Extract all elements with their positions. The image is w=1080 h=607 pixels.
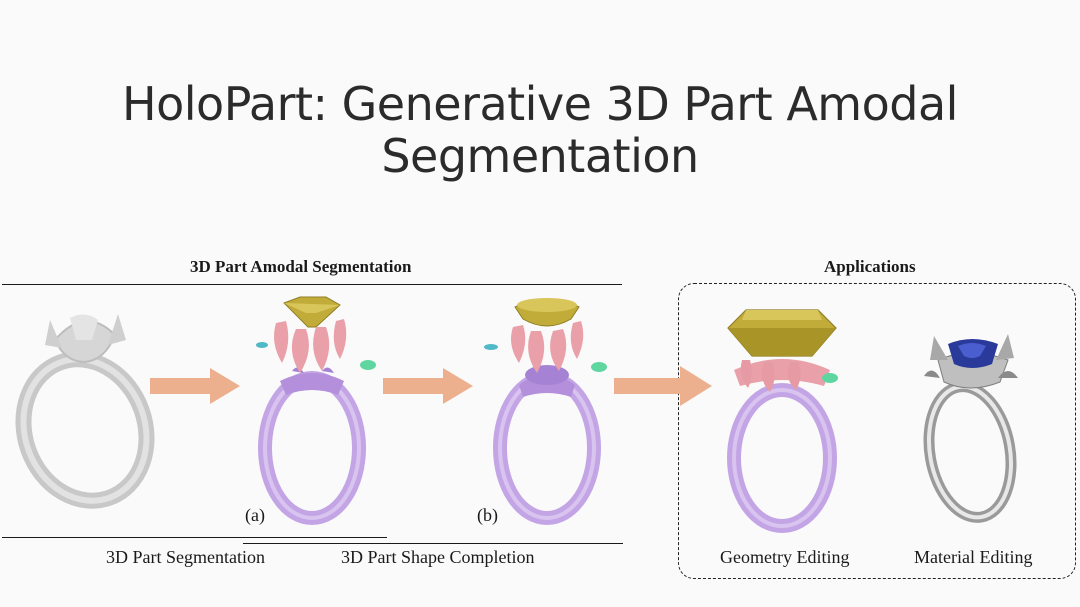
completed-ring-illustration (484, 298, 607, 525)
arrow-2-icon (383, 368, 473, 404)
amodal-segmentation-heading: 3D Part Amodal Segmentation (190, 257, 412, 276)
page-title: HoloPart: Generative 3D Part Amodal Segm… (122, 77, 958, 183)
segmented-ring-illustration (256, 296, 376, 525)
caption-segmentation: 3D Part Segmentation (106, 547, 265, 567)
applications-box (678, 283, 1076, 579)
caption-completion: 3D Part Shape Completion (341, 547, 535, 567)
label-a: (a) (245, 505, 265, 525)
completion-underline (243, 543, 623, 544)
material-edited-ring-illustration (923, 334, 1018, 523)
arrow-1-icon (150, 368, 240, 404)
grey-ring-illustration (15, 314, 155, 509)
arrow-3-icon (614, 366, 712, 406)
label-b: (b) (477, 505, 498, 525)
caption-material-editing: Material Editing (914, 547, 1033, 567)
top-divider-line (2, 284, 622, 285)
applications-heading: Applications (824, 257, 916, 276)
segmentation-underline (2, 537, 387, 538)
caption-geometry-editing: Geometry Editing (720, 547, 850, 567)
geometry-edited-ring-illustration (727, 309, 838, 533)
